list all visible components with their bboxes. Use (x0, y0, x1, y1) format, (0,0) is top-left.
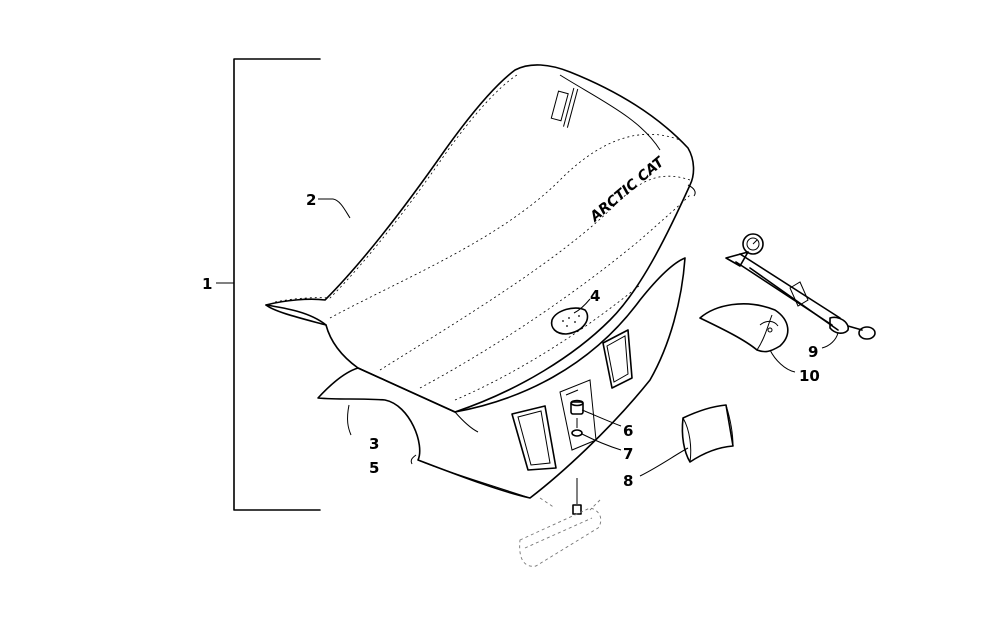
decal (550, 307, 589, 335)
callout-8: 8 (623, 472, 633, 490)
leader-lines (318, 198, 839, 477)
callout-6: 6 (623, 422, 633, 440)
tool-pouch (699, 303, 789, 353)
strap (681, 404, 734, 463)
callout-1: 1 (202, 275, 212, 293)
callout-9: 9 (808, 343, 818, 361)
seat-base (317, 257, 686, 499)
seat-logo: ARCTIC CAT (587, 153, 669, 225)
pump-gauge (725, 233, 876, 340)
callout-7: 7 (623, 445, 633, 463)
callout-labels: 1 2 3 4 5 6 7 8 9 10 (202, 191, 820, 490)
callout-4: 4 (590, 287, 600, 305)
seat-bolt (570, 399, 584, 437)
latch-ghost (519, 478, 602, 567)
callout-10: 10 (799, 367, 820, 385)
assembly-bracket (216, 58, 321, 511)
callout-2: 2 (306, 191, 316, 209)
callout-3: 3 (369, 435, 379, 453)
callout-5: 5 (369, 459, 379, 477)
